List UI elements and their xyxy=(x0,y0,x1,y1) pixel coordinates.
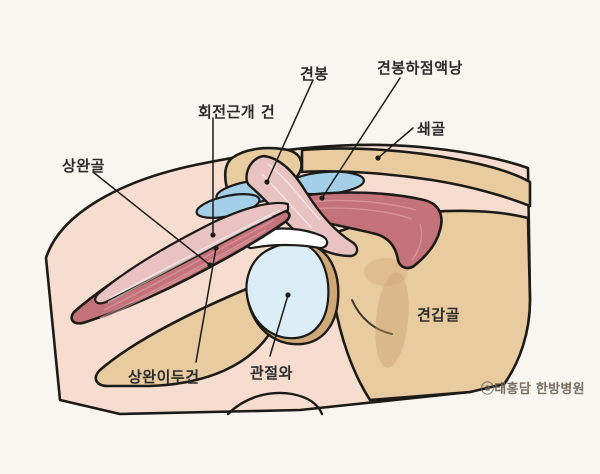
label-glenoid-fossa: 관절와 xyxy=(250,364,293,382)
leader-line-subacromial-bursa xyxy=(321,77,401,199)
label-humerus: 상완골 xyxy=(62,157,105,175)
label-rotator-cuff-tendon: 회전근개 건 xyxy=(198,103,276,121)
leader-line-clavicle xyxy=(377,127,414,159)
leader-dot-humerus xyxy=(207,262,213,268)
label-acromion: 견봉 xyxy=(300,65,329,83)
leader-dot-acromion xyxy=(264,179,270,185)
clavicle-bone xyxy=(300,147,532,208)
leader-line-glenoid-fossa xyxy=(269,294,289,357)
rotator-cuff-muscle xyxy=(294,191,443,270)
label-scapula: 견갑골 xyxy=(417,306,460,324)
leader-dot-subacromial-bursa xyxy=(319,195,325,201)
leader-dot-glenoid-fossa xyxy=(285,292,291,298)
leader-lines-group xyxy=(92,77,414,363)
label-biceps-tendon: 상완이두건 xyxy=(128,368,200,386)
leader-line-biceps-tendon xyxy=(195,247,217,363)
humeral-head-joint-cavity xyxy=(245,241,340,346)
lower-body-contour xyxy=(226,391,324,416)
leader-dot-rotator-cuff-tendon xyxy=(210,232,216,238)
leader-dot-biceps-tendon xyxy=(213,245,219,251)
leader-dot-clavicle xyxy=(375,155,381,161)
clinic-watermark: ⓐ태홍담 한방병원 xyxy=(481,382,585,397)
biceps-tendon-shape xyxy=(94,201,290,305)
leader-line-acromion xyxy=(266,79,314,183)
label-subacromial-bursa: 견봉하점액낭 xyxy=(377,59,463,77)
label-clavicle: 쇄골 xyxy=(417,120,446,138)
leader-line-humerus xyxy=(92,171,211,266)
